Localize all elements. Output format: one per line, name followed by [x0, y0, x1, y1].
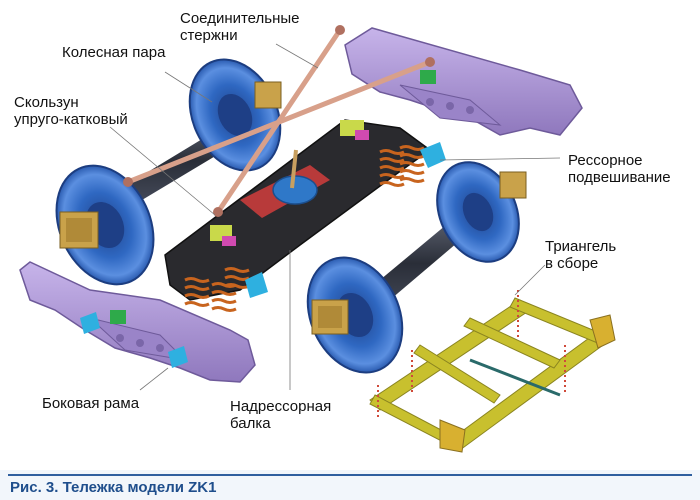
- label-bolster: Надрессорная балка: [230, 398, 332, 432]
- bolster: [164, 119, 432, 301]
- wheelset-rear: [55, 58, 282, 286]
- figure-caption: Рис. 3. Тележка модели ZK1: [10, 479, 217, 496]
- leader-lines: [109, 43, 561, 391]
- label-side-bearing: Скользун упруго-катковый: [14, 94, 128, 128]
- spring-suspension: [184, 142, 446, 312]
- side-frame-lower: [19, 261, 256, 383]
- brake-triangle: [369, 290, 616, 453]
- label-connecting-rods: Соединительные стержни: [180, 10, 300, 44]
- side-frame-upper: [344, 27, 583, 136]
- connecting-rods: [123, 25, 435, 217]
- label-spring-suspension: Рессорное подвешивание: [568, 152, 671, 186]
- caption-rule: [8, 474, 692, 476]
- label-side-frame: Боковая рама: [42, 395, 140, 412]
- label-wheelset: Колесная пара: [62, 44, 166, 61]
- wheelset-front: [306, 161, 527, 374]
- label-triangle: Триангель в сборе: [545, 238, 617, 272]
- bogie-diagram: [19, 25, 616, 453]
